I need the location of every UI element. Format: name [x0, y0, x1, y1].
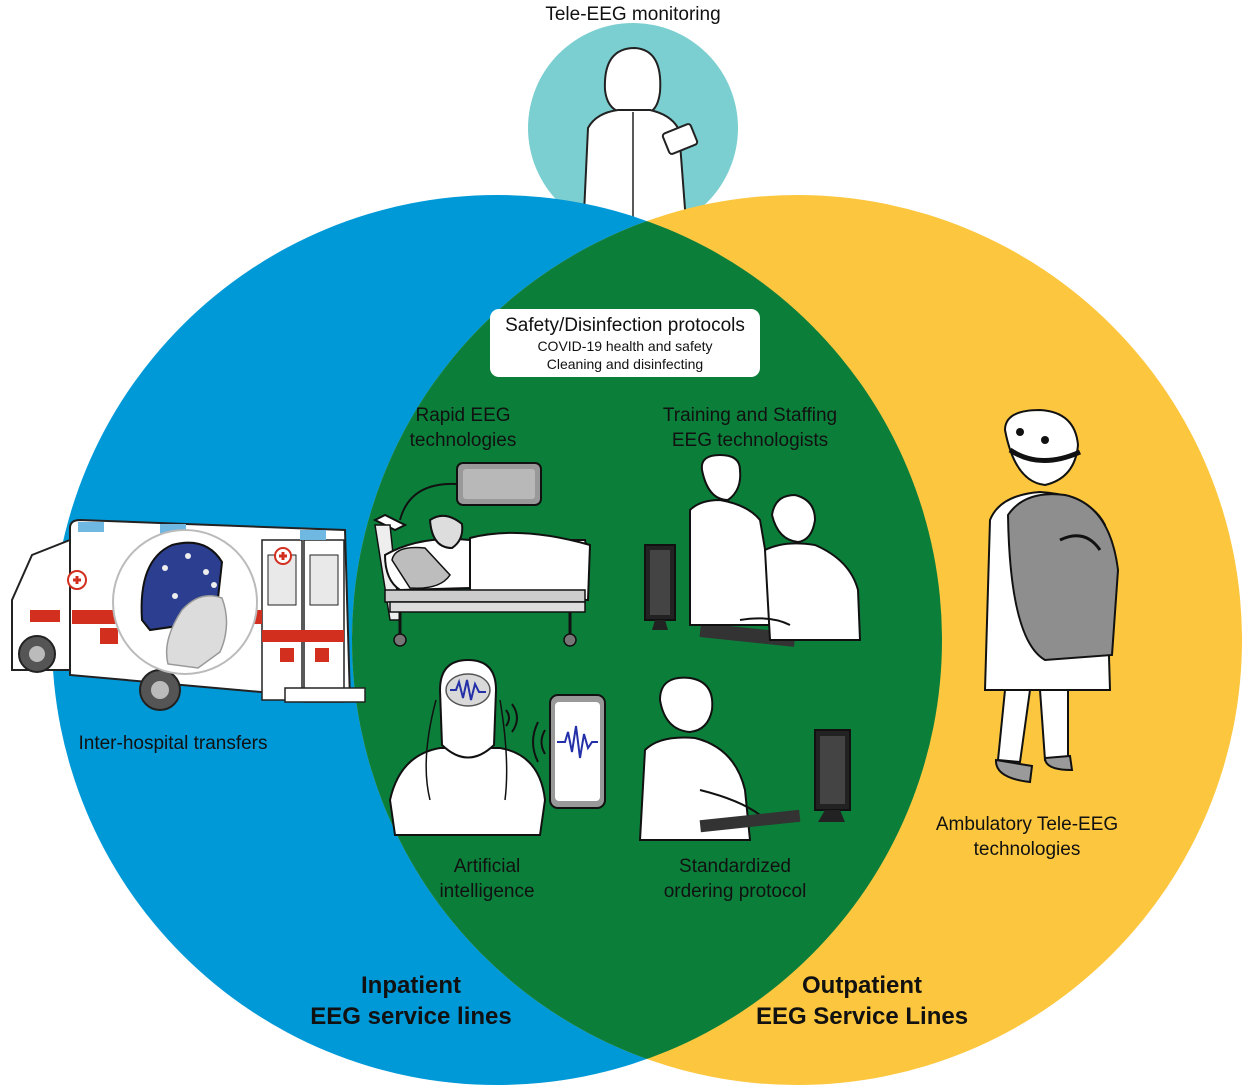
ambulatory-tele-eeg-label: Ambulatory Tele-EEG technologies [907, 812, 1147, 862]
artificial-intelligence-label: Artificial intelligence [407, 854, 567, 904]
inpatient-title: Inpatient EEG service lines [266, 970, 556, 1032]
training-staffing-label-line1: Training and Staffing [662, 405, 838, 426]
inpatient-title-line1: Inpatient [361, 972, 461, 999]
ordering-label-line2: ordering protocol [663, 881, 807, 902]
rapid-eeg-label-line1: Rapid EEG [415, 405, 511, 426]
tele-eeg-monitoring-label: Tele-EEG monitoring [545, 4, 721, 25]
rapid-eeg-label-line2: technologies [409, 430, 517, 451]
tele-eeg-circle [528, 23, 738, 233]
outpatient-title: Outpatient EEG Service Lines [712, 970, 1012, 1032]
outpatient-title-line1: Outpatient [802, 972, 922, 999]
ambulatory-label-line1: Ambulatory Tele-EEG [935, 814, 1119, 835]
technologists-at-computer-icon [644, 453, 862, 647]
outpatient-title-line2: EEG Service Lines [755, 1003, 969, 1030]
ambulatory-label-line2: technologies [973, 839, 1081, 860]
training-staffing-label: Training and Staffing EEG technologists [640, 403, 860, 453]
ambulance-with-eeg-cap-icon [11, 518, 366, 711]
safety-protocols-title: Safety/Disinfection protocols [505, 315, 745, 336]
training-staffing-label-line2: EEG technologists [671, 430, 829, 451]
inpatient-title-line2: EEG service lines [310, 1003, 512, 1030]
safety-protocols-box: Safety/Disinfection protocols COVID-19 h… [490, 309, 760, 377]
ai-label-line1: Artificial [453, 856, 521, 877]
safety-item-covid: COVID-19 health and safety [537, 338, 713, 354]
ordering-label-line1: Standardized [679, 856, 791, 877]
ai-label-line2: intelligence [439, 881, 535, 902]
safety-item-cleaning: Cleaning and disinfecting [546, 356, 704, 372]
standardized-ordering-label: Standardized ordering protocol [640, 854, 830, 904]
patient-bed-with-eeg-device-icon [372, 462, 592, 647]
person-at-computer-icon [638, 676, 851, 841]
inter-hospital-transfers-label: Inter-hospital transfers [78, 733, 268, 754]
walking-person-with-eeg-headset-icon [983, 408, 1120, 784]
woman-with-tablet-icon [581, 46, 699, 233]
rapid-eeg-label: Rapid EEG technologies [383, 403, 543, 453]
brain-signal-phone-icon [388, 658, 606, 836]
